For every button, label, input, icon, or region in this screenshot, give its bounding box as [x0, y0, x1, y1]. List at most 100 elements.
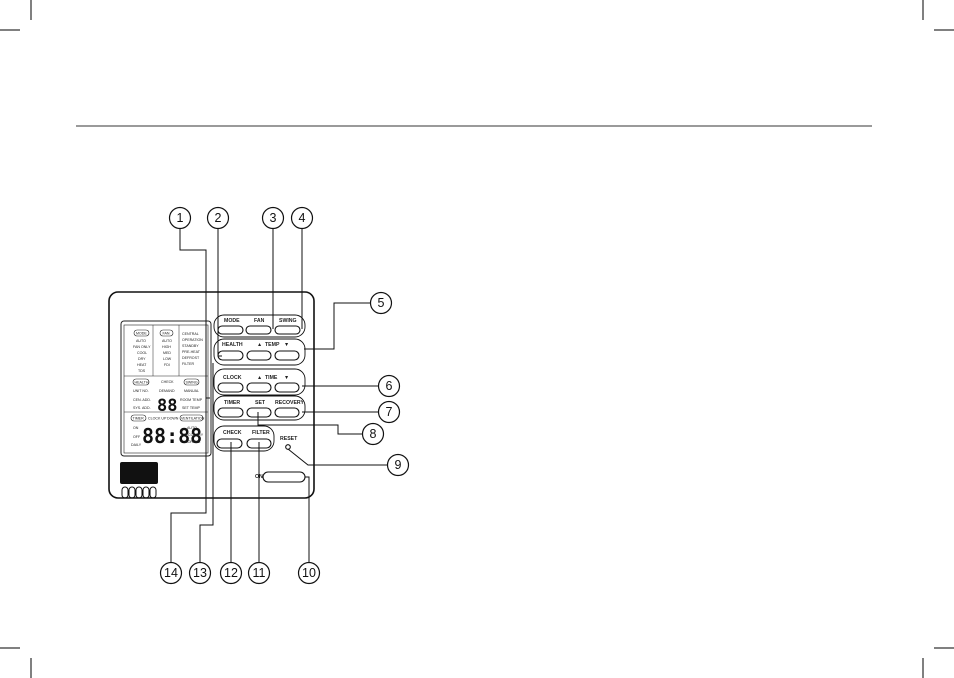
svg-text:SWING: SWING: [186, 381, 198, 385]
svg-text:TIMER: TIMER: [133, 417, 145, 421]
callout-6: 6: [377, 374, 401, 398]
callouts: 1 2 3 4 5 6 7 8 9 10 11 12 13 14: [159, 206, 410, 585]
svg-text:2: 2: [215, 211, 222, 225]
filter-label: FILTER: [252, 430, 270, 436]
vent-item: RECOVERY: [183, 433, 204, 437]
svg-text:4: 4: [299, 211, 306, 225]
callout-9: 9: [386, 453, 410, 477]
check-button[interactable]: [216, 438, 243, 449]
recovery-button[interactable]: [274, 407, 300, 418]
group-clock-time: [213, 368, 306, 396]
recovery-label: RECOVERY: [275, 400, 304, 406]
swing-item: MANUAL: [184, 389, 199, 393]
fan-badge: [159, 329, 174, 337]
fan-item: LOW: [163, 357, 172, 361]
svg-text:11: 11: [253, 566, 266, 580]
svg-text:14: 14: [164, 566, 178, 580]
mode-item: TDS: [138, 369, 146, 373]
reset-button[interactable]: [285, 444, 291, 450]
status-item: DEFROST: [182, 356, 200, 360]
mode-item: COOL: [137, 351, 147, 355]
health-item: CEN. ADD.: [133, 398, 151, 402]
callout-5: 5: [369, 291, 393, 315]
lcd-display: MODE AUTO FAN ONLY COOL DRY HEAT TDS FAN…: [120, 320, 212, 457]
health-badge: [132, 378, 150, 386]
callout-7: 7: [377, 400, 401, 424]
timer-item: OFF: [133, 435, 141, 439]
time-up-button[interactable]: [246, 382, 272, 393]
status-item: FILTER: [182, 362, 195, 366]
svg-text:FAN: FAN: [163, 332, 170, 336]
group-mode-fan-swing: [213, 314, 306, 338]
temp-down-button[interactable]: [274, 350, 300, 361]
svg-text:9: 9: [395, 458, 402, 472]
svg-text:6: 6: [386, 379, 393, 393]
set-button[interactable]: [246, 407, 272, 418]
group-health-temp: [213, 338, 306, 366]
timer-badge: [130, 414, 147, 422]
health-label: HEALTH: [222, 342, 243, 348]
clock-label: CLOCK: [223, 375, 242, 381]
callout-13: 13: [188, 561, 212, 585]
temp-digits: 88: [157, 396, 177, 416]
swing-item: ROOM TEMP: [180, 398, 203, 402]
callout-10: 10: [297, 561, 321, 585]
svg-text:7: 7: [386, 405, 393, 419]
timer-button[interactable]: [217, 407, 244, 418]
fan-button[interactable]: [245, 325, 272, 335]
swing-item: SET TEMP: [182, 406, 200, 410]
demand-indicator: DEMAND: [159, 389, 175, 393]
svg-text:1: 1: [177, 211, 184, 225]
mode-item: AUTO: [136, 339, 146, 343]
clock-up-indicator: CLOCK UP: [148, 417, 167, 421]
temp-up-arrow-icon: ▲: [257, 342, 262, 348]
svg-text:MODE: MODE: [136, 332, 147, 336]
svg-text:HEALTH: HEALTH: [135, 381, 149, 385]
leader-lines: [170, 228, 387, 563]
callout-12: 12: [219, 561, 243, 585]
status-item: PRE-HEAT: [182, 350, 201, 354]
clock-digits: 88:88: [142, 424, 202, 448]
callout-8: 8: [361, 422, 385, 446]
check-indicator: CHECK: [161, 380, 174, 384]
temp-down-arrow-icon: ▼: [284, 342, 289, 348]
fan-item: HIGH: [162, 345, 171, 349]
infrared-receiver: [120, 462, 158, 484]
timer-item: ON: [133, 426, 139, 430]
svg-text:VENTILATION: VENTILATION: [181, 417, 205, 421]
temp-up-button[interactable]: [246, 350, 272, 361]
fan-label: FAN: [254, 318, 265, 324]
time-down-button[interactable]: [274, 382, 300, 393]
svg-text:8: 8: [370, 427, 377, 441]
fan-item: FDI: [164, 363, 170, 367]
ventilation-badge: [179, 414, 204, 422]
callout-4: 4: [290, 206, 314, 230]
svg-text:13: 13: [193, 566, 207, 580]
controller-body: [108, 291, 315, 499]
svg-text:5: 5: [378, 296, 385, 310]
mode-item: DRY: [138, 357, 146, 361]
health-item: UNIT NO.: [133, 389, 149, 393]
status-item: OPERATION: [182, 338, 203, 342]
swing-label: SWING: [279, 318, 297, 324]
fan-item: MED: [163, 351, 171, 355]
mode-label: MODE: [224, 318, 240, 324]
health-item: SYS. ADD.: [133, 406, 151, 410]
clock-button[interactable]: [217, 382, 244, 393]
callout-11: 11: [247, 561, 271, 585]
svg-text:12: 12: [224, 566, 238, 580]
reset-label: RESET: [280, 436, 298, 442]
swing-button[interactable]: [274, 325, 301, 335]
callout-14: 14: [159, 561, 183, 585]
timer-label: TIMER: [224, 400, 240, 406]
button-panel: [213, 314, 306, 452]
onoff-button[interactable]: [262, 471, 306, 483]
callout-3: 3: [261, 206, 285, 230]
vent-item: NORMAL: [185, 440, 200, 444]
mode-item: HEAT: [137, 363, 147, 367]
mode-button[interactable]: [217, 325, 244, 335]
timer-item: DAILY: [131, 443, 142, 447]
group-timer-set-recovery: [213, 395, 306, 421]
